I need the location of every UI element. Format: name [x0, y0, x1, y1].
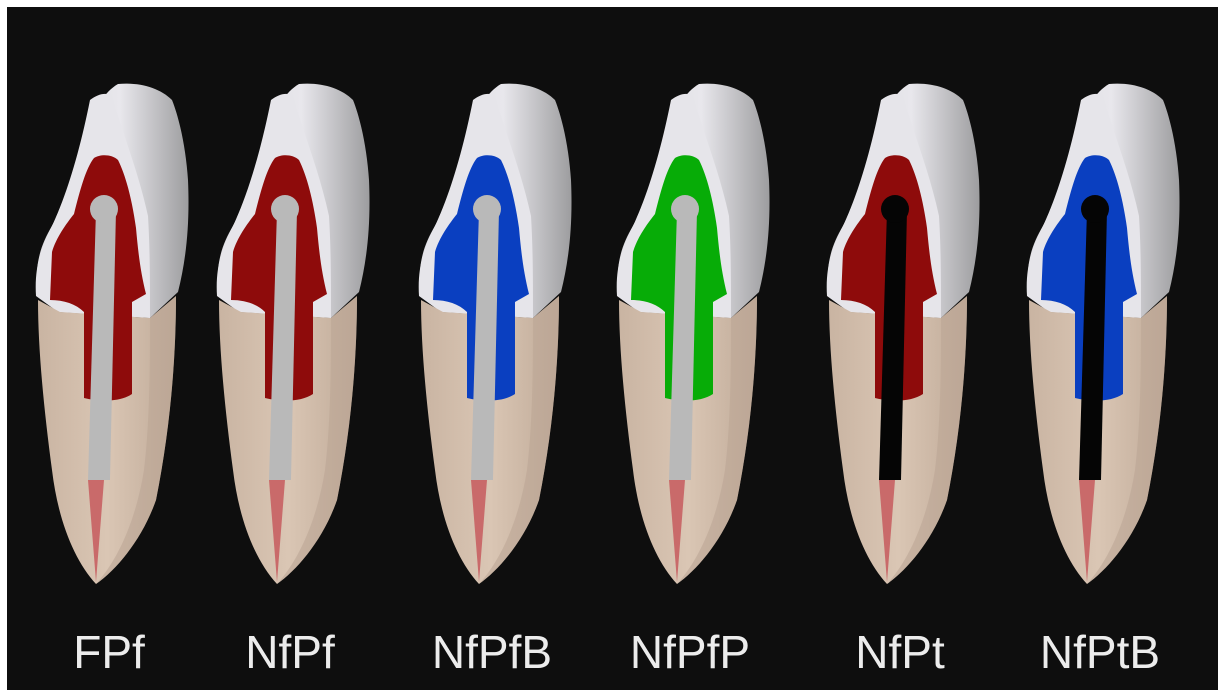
post-head — [90, 195, 118, 223]
model-label-nfpfp: NfPfP — [605, 624, 775, 680]
post-head — [271, 195, 299, 223]
tooth-model-3 — [419, 84, 572, 584]
model-label-fpf: FPf — [24, 624, 194, 680]
model-label-nfptb: NfPtB — [1015, 624, 1185, 680]
post-head — [671, 195, 699, 223]
tooth-model-4 — [617, 84, 770, 584]
post-head — [881, 195, 909, 223]
post-head — [1081, 195, 1109, 223]
post-head — [473, 195, 501, 223]
tooth-model-6 — [1027, 84, 1180, 584]
model-label-nfpfb: NfPfB — [407, 624, 577, 680]
model-label-nfpt: NfPt — [815, 624, 985, 680]
tooth-model-2 — [217, 84, 370, 584]
tooth-model-1 — [36, 84, 189, 584]
model-label-nfpf: NfPf — [205, 624, 375, 680]
tooth-model-5 — [827, 84, 980, 584]
